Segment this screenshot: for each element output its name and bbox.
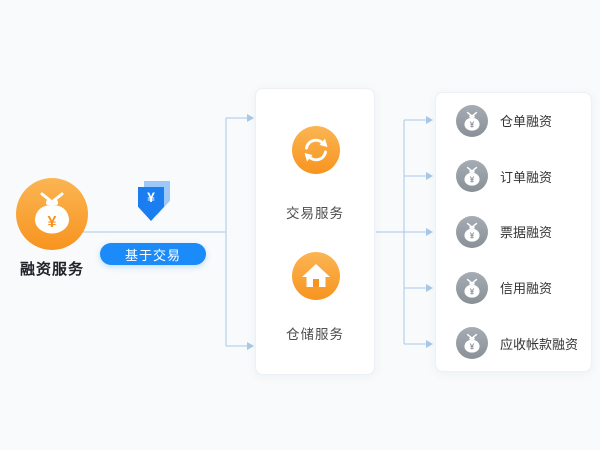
financing-label: 票据融资 <box>500 225 553 241</box>
financing-label: 仓单融资 <box>500 114 553 130</box>
financing-item: ¥ 票据融资 <box>436 204 591 260</box>
yuan-symbol: ¥ <box>147 189 155 205</box>
financing-label: 应收帐款融资 <box>500 336 579 352</box>
svg-text:¥: ¥ <box>470 232 475 241</box>
source-group: ¥ 融资服务 <box>8 178 96 279</box>
financing-card: ¥ 仓单融资 ¥ 订单融资 ¥ 票据融资 <box>435 92 592 372</box>
financing-item: ¥ 应收帐款融资 <box>436 315 591 371</box>
svg-text:¥: ¥ <box>470 176 475 185</box>
exchange-icon <box>292 126 340 174</box>
financing-label: 订单融资 <box>500 169 553 185</box>
money-bag-icon: ¥ <box>456 104 488 137</box>
money-bag-icon: ¥ <box>16 178 88 250</box>
money-bag-icon: ¥ <box>456 215 488 248</box>
svg-text:¥: ¥ <box>48 214 57 231</box>
financing-label: 信用融资 <box>500 281 553 297</box>
money-bag-icon: ¥ <box>456 160 488 193</box>
svg-text:¥: ¥ <box>470 120 475 129</box>
financing-item: ¥ 订单融资 <box>436 149 591 205</box>
transfer-pill: 基于交易 <box>100 243 206 265</box>
svg-text:¥: ¥ <box>470 343 475 352</box>
yuan-down-arrow: ¥ <box>138 187 164 221</box>
source-label: 融资服务 <box>19 261 84 278</box>
service-label: 交易服务 <box>286 206 344 221</box>
money-bag-icon: ¥ <box>456 327 488 360</box>
money-bag-icon: ¥ <box>456 271 488 304</box>
services-card: 交易服务 仓储服务 <box>255 88 375 375</box>
warehouse-icon <box>292 252 340 300</box>
service-label: 仓储服务 <box>286 327 344 342</box>
svg-text:¥: ¥ <box>470 287 475 296</box>
financing-item: ¥ 仓单融资 <box>436 93 591 149</box>
yuan-transfer-arrow-icon: ¥ <box>136 181 172 223</box>
financing-item: ¥ 信用融资 <box>436 260 591 316</box>
